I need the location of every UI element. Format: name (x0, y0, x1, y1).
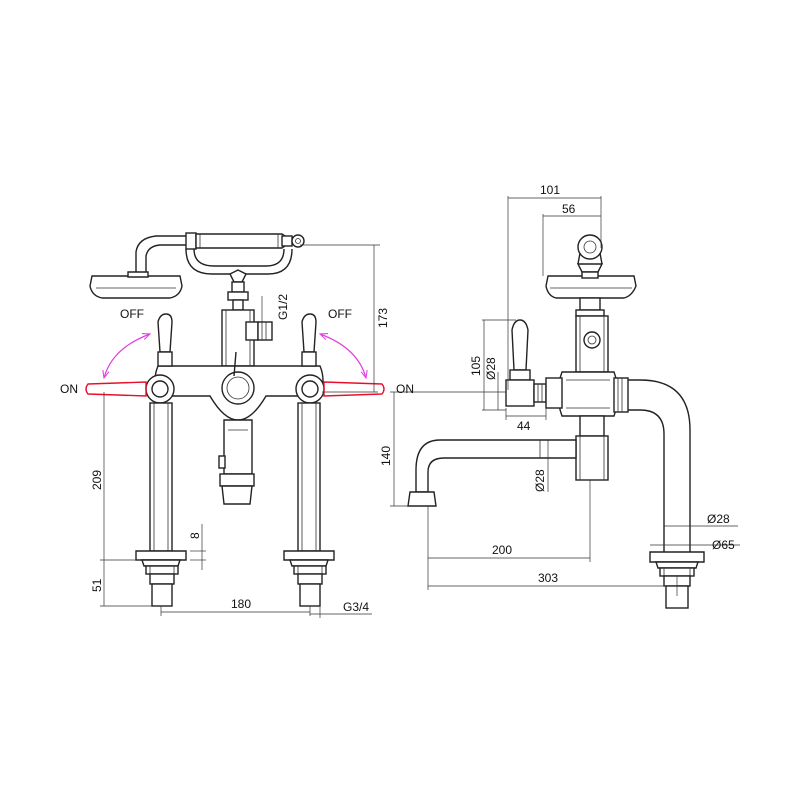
dim-spout-height: 140 (379, 446, 393, 466)
front-dimensions (100, 244, 380, 618)
left-leg (135, 402, 187, 607)
dim-leg-dia: Ø28 (707, 512, 730, 526)
dim-handle-offset: 44 (517, 419, 531, 433)
front-view: OFF OFF ON 173 G1/2 209 8 51 180 G3/4 (60, 232, 390, 618)
side-handset (545, 234, 637, 317)
label-on-left: ON (60, 382, 78, 396)
dim-tail-thread: G3/4 (343, 600, 369, 614)
right-lever (295, 313, 385, 404)
left-lever-on (85, 381, 147, 397)
side-lever (505, 319, 563, 409)
side-dimensions (390, 196, 740, 596)
dim-spout-dia: Ø28 (533, 469, 547, 492)
dim-inlet-thread: G1/2 (276, 294, 290, 320)
dim-total-reach: 303 (538, 571, 558, 585)
handset-handle (185, 232, 305, 275)
dim-depth-inner: 56 (562, 202, 576, 216)
right-lever-on (323, 381, 385, 397)
left-lever (85, 313, 175, 404)
bath-spout (218, 419, 255, 505)
side-column (557, 315, 619, 481)
side-spout (407, 439, 577, 507)
handset-cradle (221, 269, 273, 367)
dim-height-handset: 173 (376, 308, 390, 328)
label-on-side: ON (396, 382, 414, 396)
dim-handle-dia: Ø28 (484, 357, 498, 380)
shower-head (89, 235, 188, 299)
side-view: ON 101 56 105 Ø28 44 140 Ø28 200 303 Ø28… (379, 183, 740, 609)
dim-tail: 51 (90, 578, 104, 592)
right-rotation-arc (320, 334, 366, 378)
side-leg (613, 377, 705, 609)
dim-spout-reach: 200 (492, 543, 512, 557)
right-leg (283, 402, 335, 607)
label-off-left: OFF (120, 307, 144, 321)
dim-centres: 180 (231, 597, 251, 611)
dim-base-dia: Ø65 (712, 538, 735, 552)
dim-leg-height: 209 (90, 470, 104, 490)
label-off-right: OFF (328, 307, 352, 321)
left-rotation-arc (104, 334, 150, 378)
dim-depth-total: 101 (540, 183, 560, 197)
dim-flange: 8 (188, 532, 202, 539)
dim-handle-height: 105 (469, 356, 483, 376)
